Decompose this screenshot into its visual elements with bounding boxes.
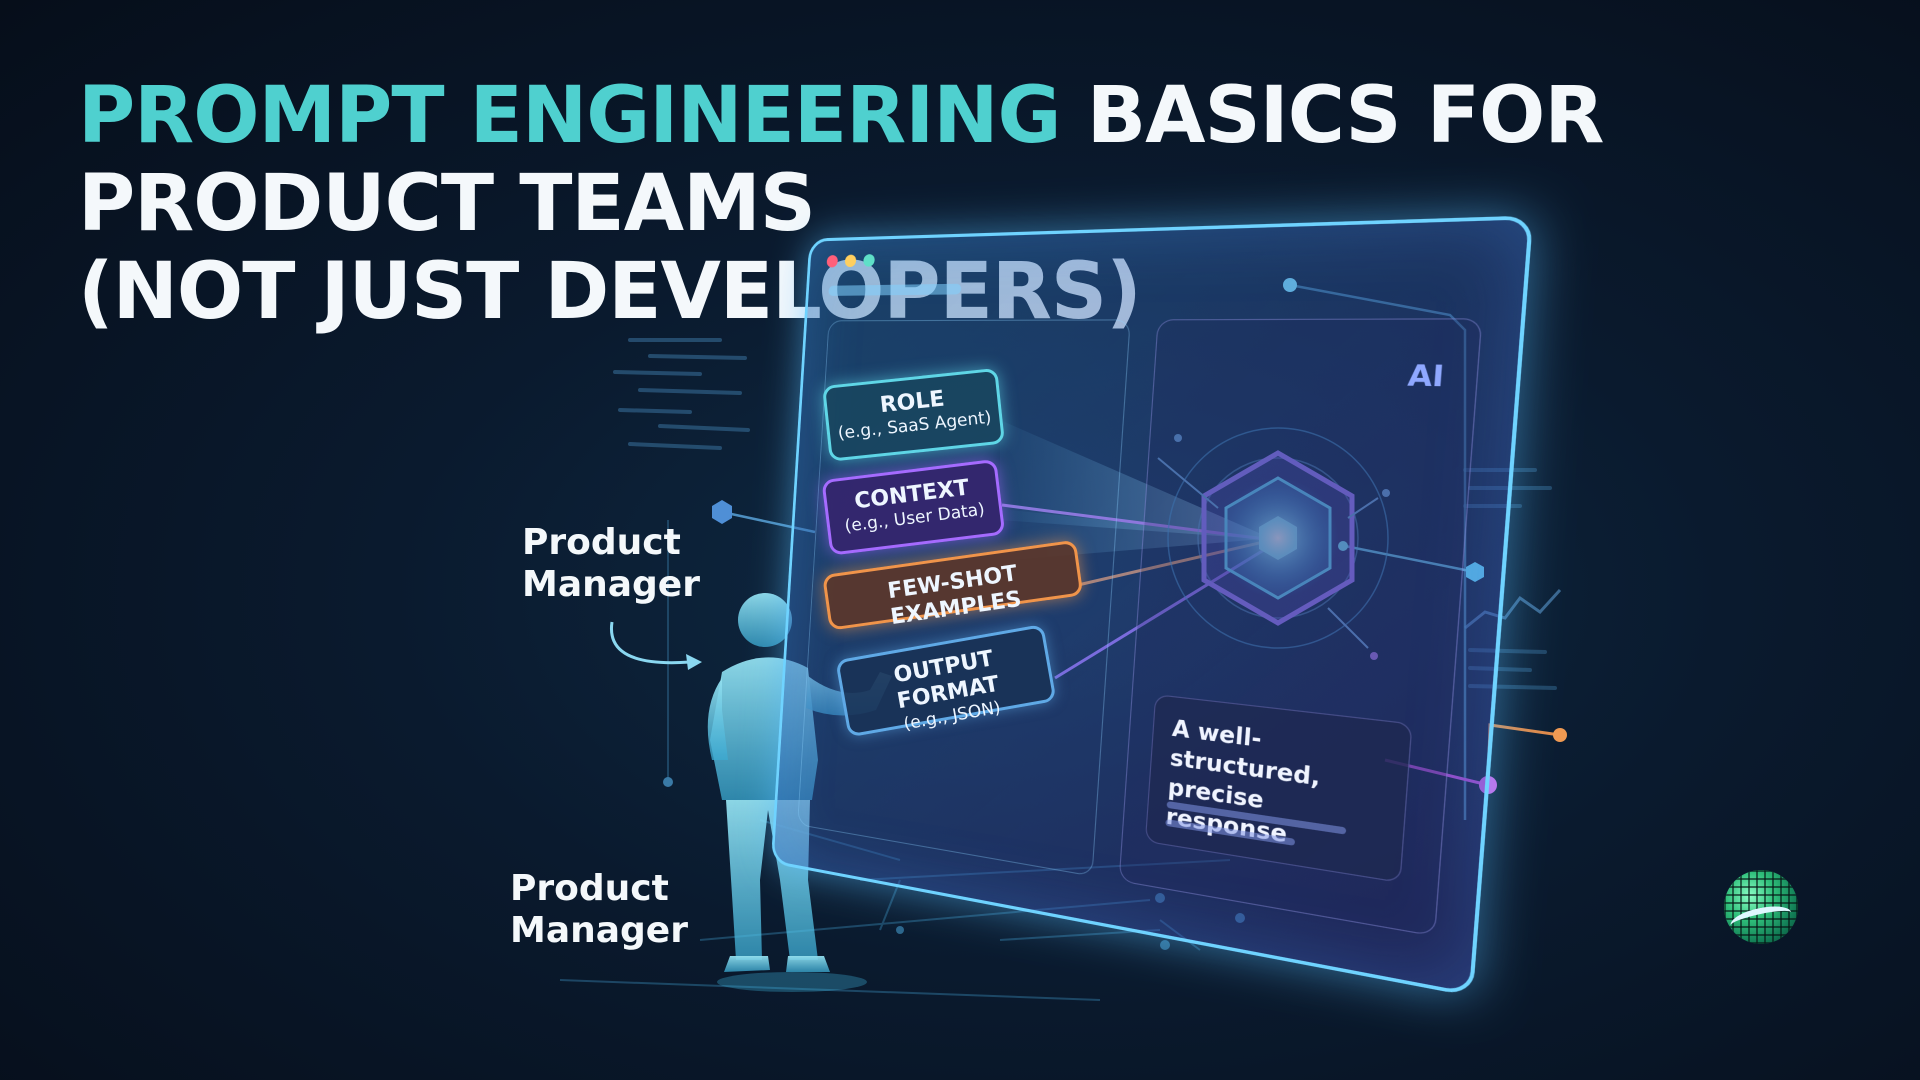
connector-node	[1553, 728, 1567, 742]
connector-hex-node	[1466, 562, 1484, 582]
connector-left	[721, 510, 816, 534]
connector-node	[1283, 278, 1297, 292]
connector-top-right	[1289, 283, 1467, 820]
mini-line-chart	[1464, 588, 1562, 630]
connector-right-cyan	[1339, 543, 1476, 574]
connector-hex-node	[712, 500, 732, 524]
title-line1-rest: BASICS FOR PRODUCT TEAMS	[78, 71, 1604, 249]
pm-bottom-line1: Product	[510, 868, 669, 909]
window-dot-red	[826, 255, 839, 268]
window-dot-yellow	[844, 254, 857, 268]
window-dot-green	[863, 254, 876, 267]
title-accent: PROMPT ENGINEERING	[78, 71, 1062, 161]
globe-logo-icon	[1724, 870, 1798, 944]
code-lines-right	[1463, 468, 1557, 690]
logo-grid	[1724, 870, 1798, 944]
hexagon-ai-icon	[1157, 427, 1390, 660]
curved-arrow-icon	[609, 621, 691, 665]
pm-top-line2: Manager	[522, 564, 700, 605]
connector-orange	[1486, 723, 1561, 786]
ai-label: AI	[1406, 358, 1446, 394]
ai-panel: AI A well-structured, precise response	[1118, 318, 1483, 937]
floor-nodes	[896, 893, 1245, 950]
pm-top-line1: Product	[522, 522, 681, 563]
connector-node	[1479, 776, 1497, 794]
titlebar-line	[828, 283, 962, 296]
page-title: PROMPT ENGINEERING BASICS FOR PRODUCT TE…	[78, 72, 1920, 336]
product-manager-label-top: Product Manager	[522, 522, 700, 606]
response-card: A well-structured, precise response	[1144, 694, 1413, 884]
title-line2: (NOT JUST DEVELOPERS)	[78, 247, 1142, 337]
code-lines-left	[613, 338, 750, 450]
product-manager-label-bottom: Product Manager	[510, 868, 688, 952]
pm-bottom-line2: Manager	[510, 910, 688, 951]
